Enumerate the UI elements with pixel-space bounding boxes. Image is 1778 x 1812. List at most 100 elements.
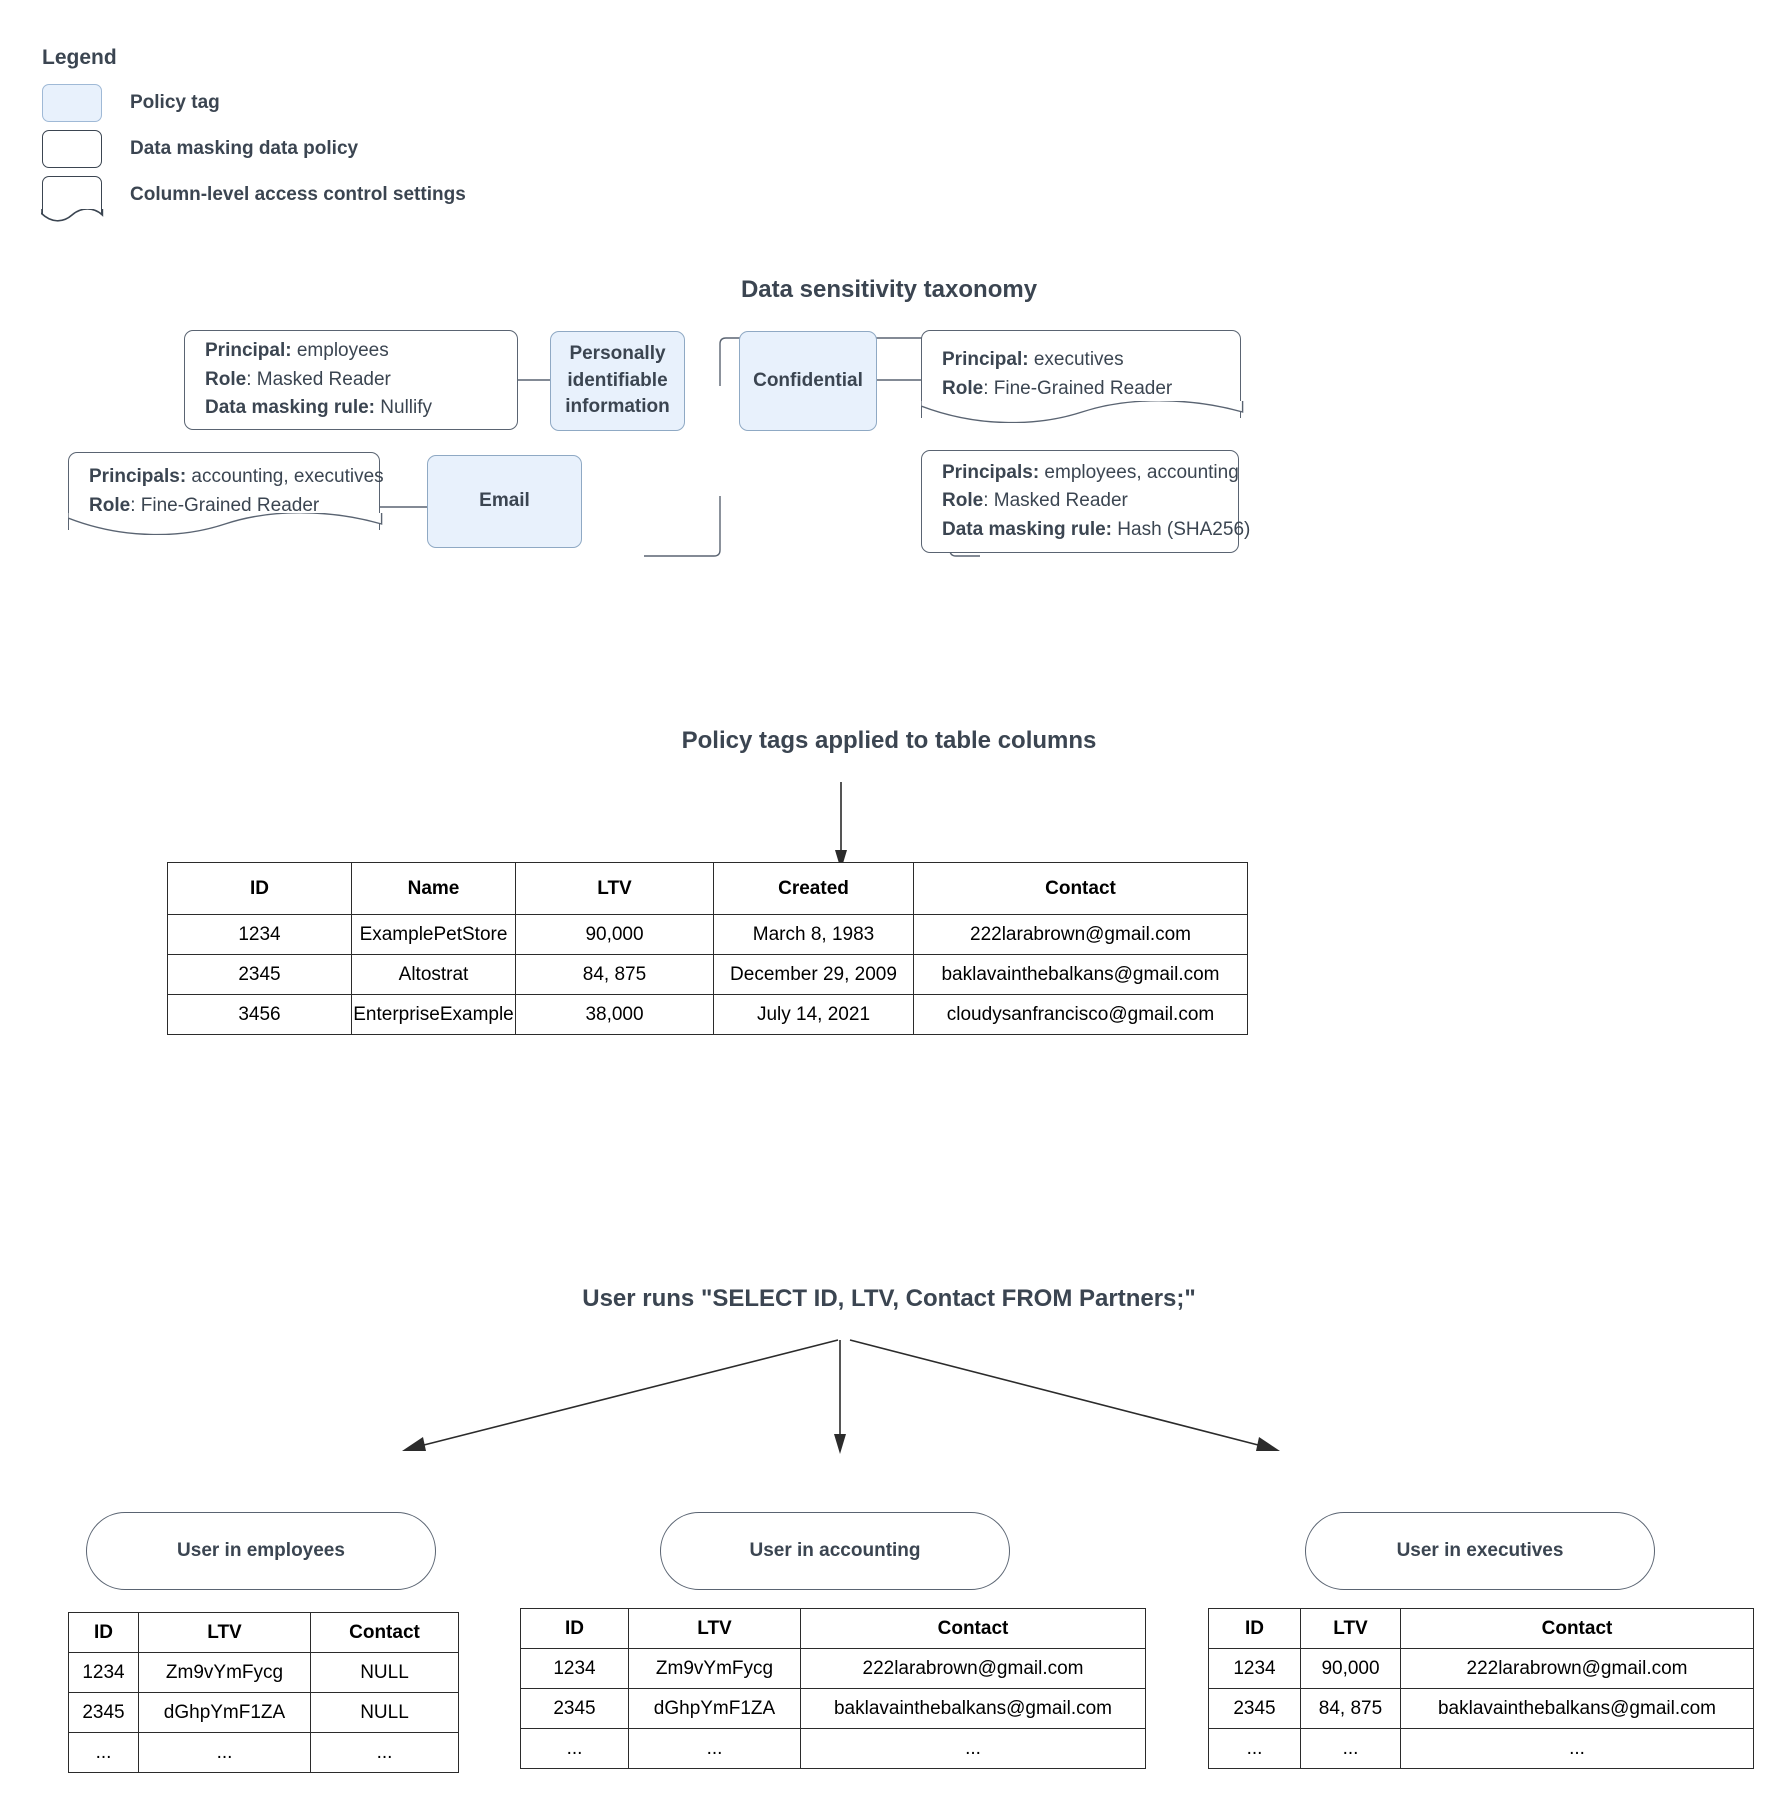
user-pill-accounting: User in accounting	[660, 1512, 1010, 1590]
table-cell: EnterpriseExample	[351, 994, 516, 1035]
table-cell: baklavainthebalkans@gmail.com	[913, 954, 1248, 995]
table-cell: Altostrat	[351, 954, 516, 995]
table-cell: dGhpYmF1ZA	[628, 1688, 801, 1729]
table-row: ... ... ...	[520, 1728, 1146, 1769]
table-cell: ExamplePetStore	[351, 914, 516, 955]
table-cell: ...	[628, 1728, 801, 1769]
table-row: 1234 ExamplePetStore 90,000 March 8, 198…	[167, 914, 1248, 955]
table-row: 2345 Altostrat 84, 875 December 29, 2009…	[167, 954, 1248, 995]
table-cell: 222larabrown@gmail.com	[913, 914, 1248, 955]
table-cell: NULL	[310, 1652, 459, 1693]
legend: Legend Policy tag Data masking data poli…	[41, 46, 662, 222]
table-header-row: ID Name LTV Created Contact	[167, 862, 1248, 915]
table-row: 1234 Zm9vYmFycg 222larabrown@gmail.com	[520, 1648, 1146, 1689]
table-cell: ...	[520, 1728, 629, 1769]
email-column-acl-box: Principals: accounting, executives Role:…	[66, 452, 384, 535]
taxonomy-section-title: Data sensitivity taxonomy	[740, 276, 1038, 303]
column-header: LTV	[628, 1608, 801, 1649]
partners-table: ID Name LTV Created Contact 1234 Example…	[167, 862, 1248, 1035]
table-cell: baklavainthebalkans@gmail.com	[1400, 1688, 1754, 1729]
legend-item-policy-tag: Policy tag	[42, 82, 662, 124]
legend-item-label: Column-level access control settings	[130, 184, 466, 205]
legend-item-data-masking: Data masking data policy	[42, 128, 662, 170]
table-cell: Zm9vYmFycg	[138, 1652, 311, 1693]
table-cell: baklavainthebalkans@gmail.com	[800, 1688, 1146, 1729]
table-cell: 1234	[1208, 1648, 1301, 1689]
table-cell: 1234	[520, 1648, 629, 1689]
table-cell: December 29, 2009	[713, 954, 914, 995]
confidential-data-masking-policy-box: Principals: employees, accounting Role: …	[921, 450, 1250, 553]
table-cell: ...	[1208, 1728, 1301, 1769]
table-header-row: ID LTV Contact	[1208, 1608, 1754, 1649]
column-header: Contact	[1400, 1608, 1754, 1649]
table-cell: cloudysanfrancisco@gmail.com	[913, 994, 1248, 1035]
table-cell: ...	[310, 1732, 459, 1773]
column-header: LTV	[138, 1612, 311, 1653]
query-section-title: User runs "SELECT ID, LTV, Contact FROM …	[582, 1285, 1196, 1312]
column-header: ID	[167, 862, 352, 915]
table-cell: 84, 875	[1300, 1688, 1401, 1729]
table-cell: 38,000	[515, 994, 714, 1035]
connector-acl-to-email	[380, 505, 428, 509]
policy-line-1: Principal: executives	[942, 349, 1124, 370]
policy-tag-email-label: Email	[479, 490, 530, 512]
pill-label: User in executives	[1396, 1540, 1564, 1561]
policy-line-2: Role: Fine-Grained Reader	[942, 377, 1173, 399]
policy-tag-pii[interactable]: Personally identifiable information	[550, 331, 685, 431]
data-masking-swatch-icon	[42, 130, 102, 168]
table-row: ... ... ...	[1208, 1728, 1754, 1769]
table-cell: 2345	[1208, 1688, 1301, 1729]
policy-line-3: Data masking rule: Nullify	[205, 397, 433, 419]
policy-tag-confidential[interactable]: Confidential	[739, 331, 877, 431]
user-pill-employees: User in employees	[86, 1512, 436, 1590]
column-header: ID	[68, 1612, 139, 1653]
table-cell: NULL	[310, 1692, 459, 1733]
table-row: ... ... ...	[68, 1732, 459, 1773]
column-header: Contact	[800, 1608, 1146, 1649]
policy-line-2: Role: Fine-Grained Reader	[89, 494, 320, 516]
table-cell: 2345	[167, 954, 352, 995]
table-cell: 1234	[167, 914, 352, 955]
table-cell: 222larabrown@gmail.com	[800, 1648, 1146, 1689]
policy-line-1: Principal: employees	[205, 340, 389, 362]
table-row: 1234 90,000 222larabrown@gmail.com	[1208, 1648, 1754, 1689]
column-header: Contact	[913, 862, 1248, 915]
policy-line-3: Data masking rule: Hash (SHA256)	[942, 518, 1251, 540]
policy-line-1: Principals: employees, accounting	[942, 461, 1239, 483]
pii-data-masking-policy-box: Principal: employees Role: Masked Reader…	[184, 330, 518, 430]
table-cell: 90,000	[515, 914, 714, 955]
table-cell: ...	[1300, 1728, 1401, 1769]
query-fanout-arrows	[390, 1338, 1290, 1458]
policy-line-2: Role: Masked Reader	[942, 490, 1128, 512]
connector-confidential-to-acl	[877, 378, 921, 382]
legend-item-column-acl: Column-level access control settings	[41, 174, 662, 222]
table-header-row: ID LTV Contact	[68, 1612, 459, 1653]
policy-tag-pii-label: Personally identifiable information	[565, 342, 670, 418]
confidential-column-acl-box: Principal: executives Role: Fine-Grained…	[919, 330, 1243, 423]
table-cell: 3456	[167, 994, 352, 1035]
table-row: 3456 EnterpriseExample 38,000 July 14, 2…	[167, 994, 1248, 1035]
result-table-accounting: ID LTV Contact 1234 Zm9vYmFycg 222larabr…	[520, 1608, 1146, 1769]
table-cell: 222larabrown@gmail.com	[1400, 1648, 1754, 1689]
table-cell: ...	[138, 1732, 311, 1773]
table-cell: ...	[1400, 1728, 1754, 1769]
column-header: LTV	[1300, 1608, 1401, 1649]
column-header: Name	[351, 862, 516, 915]
result-table-executives: ID LTV Contact 1234 90,000 222larabrown@…	[1208, 1608, 1754, 1769]
table-row: 2345 dGhpYmF1ZA baklavainthebalkans@gmai…	[520, 1688, 1146, 1729]
table-cell: 1234	[68, 1652, 139, 1693]
column-header: ID	[1208, 1608, 1301, 1649]
pill-label: User in employees	[177, 1540, 345, 1561]
column-header: LTV	[515, 862, 714, 915]
legend-item-label: Data masking data policy	[130, 138, 359, 159]
table-cell: March 8, 1983	[713, 914, 914, 955]
policy-tag-email[interactable]: Email	[427, 455, 582, 548]
arrow-to-partners-table	[828, 782, 854, 872]
policy-tags-section-title: Policy tags applied to table columns	[681, 727, 1097, 754]
table-cell: dGhpYmF1ZA	[138, 1692, 311, 1733]
column-acl-swatch-icon	[41, 176, 104, 222]
policy-tag-swatch-icon	[42, 84, 102, 122]
result-table-employees: ID LTV Contact 1234 Zm9vYmFycg NULL 2345…	[68, 1612, 459, 1773]
wavy-edge-icon	[919, 399, 1244, 433]
